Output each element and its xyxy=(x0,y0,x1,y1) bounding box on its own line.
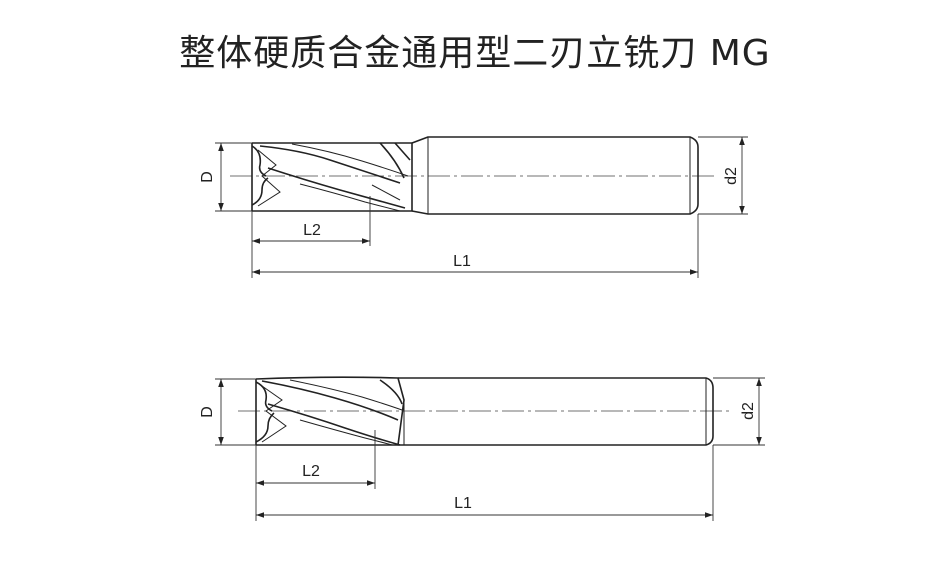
page-title: 整体硬质合金通用型二刃立铣刀 MG xyxy=(179,33,771,74)
drawing-1-dimension-L1: L1 xyxy=(251,214,699,278)
drawing-1-label-L2: L2 xyxy=(303,222,321,239)
drawing-2-label-D: D xyxy=(199,406,216,418)
drawing-2-dimension-D: D xyxy=(199,378,256,446)
drawing-2-dimension-d2: d2 xyxy=(713,377,765,446)
drawing-1-dimension-L2: L2 xyxy=(251,196,371,246)
drawing-2-label-d2: d2 xyxy=(740,402,757,420)
drawing-1-flutes xyxy=(251,142,411,212)
drawing-2-label-L2: L2 xyxy=(302,463,320,480)
drawing-2-flutes xyxy=(255,379,403,446)
drawing-2-label-L1: L1 xyxy=(454,495,472,512)
drawing-1-cutting-head xyxy=(251,142,413,212)
drawing-1-label-L1: L1 xyxy=(453,253,471,270)
drawing-1-dimension-D: D xyxy=(199,142,252,212)
drawing-1-label-D: D xyxy=(199,171,216,183)
drawing-2-dimension-L2: L2 xyxy=(255,430,376,489)
drawing-2-dimension-L1: L1 xyxy=(255,445,714,521)
drawing-2-shank xyxy=(398,377,714,446)
drawing-1-label-d2: d2 xyxy=(723,167,740,185)
drawing-1-end-mill: D d2 L2 L1 xyxy=(199,136,748,278)
drawing-1-shank xyxy=(411,136,699,215)
drawing-1-dimension-d2: d2 xyxy=(698,136,748,215)
drawing-2-end-mill: D d2 L2 L1 xyxy=(199,376,765,521)
drawing-2-cutting-head xyxy=(255,376,405,446)
